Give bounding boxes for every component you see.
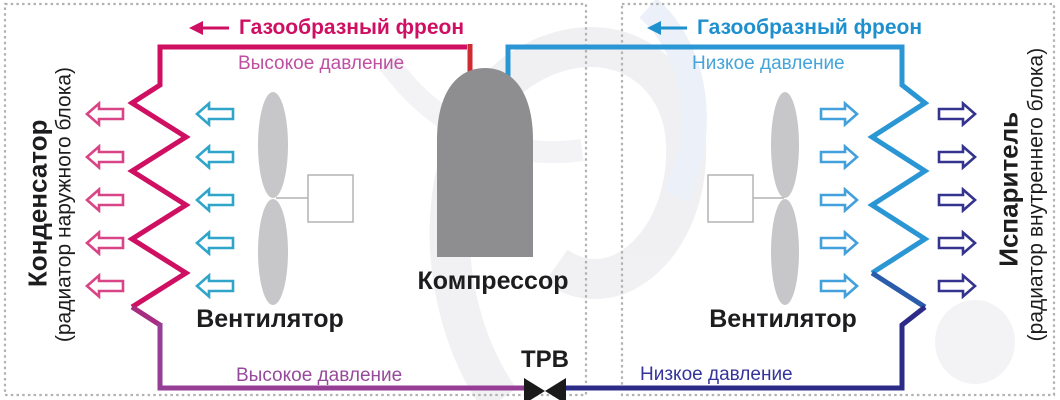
indoor-fan-air-arrows bbox=[819, 102, 859, 298]
hot-gas-flow-label: Газообразный фреон bbox=[188, 16, 464, 39]
expansion-valve bbox=[524, 378, 566, 400]
fan-blade bbox=[258, 199, 288, 305]
cold-gas-flow-label: Газообразный фреон bbox=[646, 16, 922, 39]
fan-air-arrow bbox=[819, 188, 859, 212]
outdoor-fan bbox=[258, 92, 354, 305]
warm-air-arrows bbox=[85, 102, 125, 298]
cold-gas-flow-text: Газообразный фреон bbox=[697, 16, 923, 39]
compressor-body bbox=[437, 68, 533, 257]
fan-air-arrow bbox=[819, 274, 859, 298]
evaporator-coil-pipes bbox=[505, 44, 930, 391]
warm-air-arrow bbox=[85, 274, 125, 298]
valve-right-wing bbox=[545, 378, 566, 400]
fan-air-arrow bbox=[195, 274, 235, 298]
indoor-fan-label: Вентилятор bbox=[709, 305, 857, 333]
warm-air-arrow bbox=[85, 231, 125, 255]
fan-motor bbox=[307, 174, 354, 223]
fan-blade bbox=[771, 92, 799, 198]
cold-air-arrow bbox=[937, 188, 977, 212]
evaporator-subtitle: (радиатор внутреннего блока) bbox=[1024, 47, 1048, 342]
high-pressure-liquid-pipe bbox=[157, 323, 528, 391]
fan-motor bbox=[707, 174, 754, 223]
outdoor-fan-air-arrows bbox=[195, 102, 235, 298]
expansion-valve-label: ТРВ bbox=[521, 346, 569, 373]
high-pressure-top-label: Высокое давление bbox=[238, 53, 405, 74]
condenser-title: Конденсатор bbox=[22, 119, 53, 288]
cold-air-arrows bbox=[937, 102, 977, 298]
warm-air-arrow bbox=[85, 188, 125, 212]
left-arrow-icon bbox=[647, 20, 687, 35]
warm-air-arrow bbox=[85, 102, 125, 126]
fan-air-arrow bbox=[195, 145, 235, 169]
cold-air-arrow bbox=[937, 102, 977, 126]
low-pressure-bottom-label: Низкое давление bbox=[640, 364, 793, 385]
outdoor-fan-label: Вентилятор bbox=[196, 305, 344, 333]
evaporator-title: Испаритель bbox=[993, 111, 1024, 267]
cold-air-arrow bbox=[937, 145, 977, 169]
fan-blade bbox=[771, 199, 799, 305]
fan-air-arrow bbox=[819, 145, 859, 169]
hot-gas-flow-text: Газообразный фреон bbox=[239, 16, 465, 39]
fan-air-arrow bbox=[819, 102, 859, 126]
fan-air-arrow bbox=[195, 102, 235, 126]
indoor-fan bbox=[707, 92, 799, 305]
condenser-subtitle: (радиатор наружного блока) bbox=[52, 66, 76, 343]
condenser-coil-outlet bbox=[130, 304, 162, 328]
indoor-unit-boundary bbox=[620, 2, 1056, 397]
outdoor-unit-boundary bbox=[3, 2, 588, 397]
fan-air-arrow bbox=[195, 188, 235, 212]
left-arrow-icon bbox=[189, 20, 229, 35]
fan-air-arrow bbox=[195, 231, 235, 255]
cold-air-arrow bbox=[937, 274, 977, 298]
fan-air-arrow bbox=[819, 231, 859, 255]
cold-air-arrow bbox=[937, 231, 977, 255]
low-pressure-liquid-pipe bbox=[562, 305, 927, 391]
high-pressure-bottom-label: Высокое давление bbox=[236, 365, 403, 386]
compressor-label: Компрессор bbox=[417, 267, 569, 295]
condenser-coil bbox=[127, 44, 467, 310]
valve-left-wing bbox=[524, 378, 545, 400]
evaporator-coil bbox=[505, 44, 930, 276]
evaporator-coil-outlet bbox=[870, 270, 927, 310]
warm-air-arrow bbox=[85, 145, 125, 169]
low-pressure-top-label: Низкое давление bbox=[692, 53, 845, 74]
fan-blade bbox=[258, 92, 288, 198]
